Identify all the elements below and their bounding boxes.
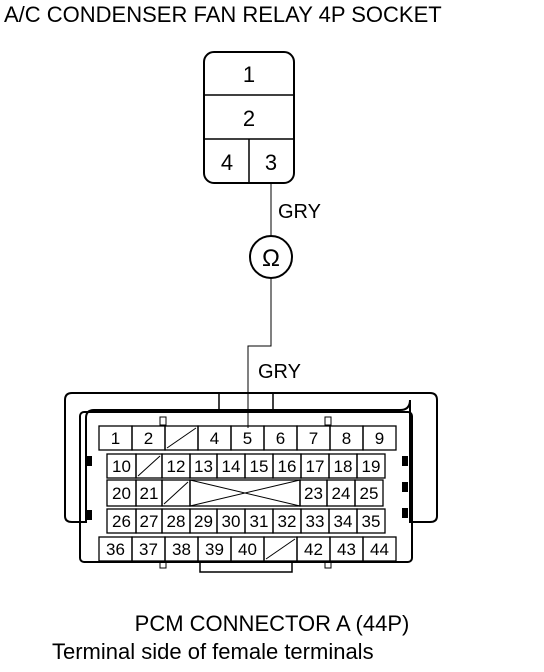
diagram-title: A/C CONDENSER FAN RELAY 4P SOCKET xyxy=(4,2,442,27)
pcm-terminal-15: 15 xyxy=(250,457,269,476)
ohm-icon: Ω xyxy=(262,245,280,272)
pcm-terminal-35: 35 xyxy=(362,512,381,531)
pcm-connector-housing xyxy=(64,392,438,573)
wire-meter-to-pcm xyxy=(247,278,272,428)
pcm-terminal-5: 5 xyxy=(243,429,252,448)
pcm-terminal-10: 10 xyxy=(112,457,131,476)
pcm-terminal-18: 18 xyxy=(334,457,353,476)
pcm-terminal-33: 33 xyxy=(306,512,325,531)
pcm-terminal-37: 37 xyxy=(139,540,158,559)
empty-terminal-slash xyxy=(163,481,189,505)
pcm-terminal-8: 8 xyxy=(342,429,351,448)
pcm-terminal-39: 39 xyxy=(205,540,224,559)
pcm-terminal-16: 16 xyxy=(278,457,297,476)
empty-terminal-slash xyxy=(166,427,197,449)
pcm-terminal-43: 43 xyxy=(337,540,356,559)
relay-terminal-4: 4 xyxy=(221,150,233,175)
pcm-terminal-34: 34 xyxy=(334,512,353,531)
pcm-terminal-26: 26 xyxy=(112,512,131,531)
pcm-terminal-21: 21 xyxy=(140,484,159,503)
empty-terminal-slash xyxy=(137,455,161,477)
wire-color-upper: GRY xyxy=(278,201,321,223)
relay-terminal-1: 1 xyxy=(243,62,255,87)
pcm-terminal-13: 13 xyxy=(194,457,213,476)
pcm-terminal-17: 17 xyxy=(306,457,325,476)
pcm-terminal-23: 23 xyxy=(304,484,323,503)
pcm-terminal-42: 42 xyxy=(304,540,323,559)
relay-terminal-3: 3 xyxy=(265,150,277,175)
empty-terminal-slash xyxy=(265,538,296,560)
pcm-terminal-44: 44 xyxy=(370,540,389,559)
pcm-terminal-1: 1 xyxy=(111,429,120,448)
pcm-terminal-40: 40 xyxy=(238,540,257,559)
pcm-terminal-cell xyxy=(356,453,386,479)
pcm-terminal-20: 20 xyxy=(112,484,131,503)
pcm-terminal-38: 38 xyxy=(172,540,191,559)
wire-color-lower: GRY xyxy=(258,361,301,383)
pcm-terminal-19: 19 xyxy=(362,457,381,476)
pcm-terminal-7: 7 xyxy=(309,429,318,448)
pcm-terminal-6: 6 xyxy=(276,429,285,448)
relay-socket: 1 2 4 3 xyxy=(203,51,295,184)
pcm-terminal-31: 31 xyxy=(250,512,269,531)
pcm-terminal-27: 27 xyxy=(140,512,159,531)
pcm-terminal-4: 4 xyxy=(210,429,219,448)
pcm-terminal-36: 36 xyxy=(106,540,125,559)
pcm-terminal-cell xyxy=(362,425,397,451)
pcm-terminal-cell xyxy=(362,536,397,562)
unused-terminals-cross xyxy=(189,479,301,507)
pcm-terminal-12: 12 xyxy=(167,457,186,476)
pcm-terminal-cell xyxy=(354,479,384,507)
pcm-terminal-cell xyxy=(356,508,386,534)
ohmmeter-symbol: Ω xyxy=(249,235,293,279)
pcm-connector-subcaption: Terminal side of female terminals xyxy=(52,639,374,664)
pcm-terminal-9: 9 xyxy=(375,429,384,448)
pcm-terminal-25: 25 xyxy=(360,484,379,503)
pcm-terminal-2: 2 xyxy=(144,429,153,448)
pcm-terminal-14: 14 xyxy=(222,457,241,476)
relay-terminal-2: 2 xyxy=(243,106,255,131)
pcm-terminal-24: 24 xyxy=(332,484,351,503)
pcm-terminal-28: 28 xyxy=(167,512,186,531)
pcm-terminal-29: 29 xyxy=(194,512,213,531)
pcm-terminal-30: 30 xyxy=(222,512,241,531)
pcm-connector-caption: PCM CONNECTOR A (44P) xyxy=(134,611,410,636)
pcm-terminal-32: 32 xyxy=(278,512,297,531)
